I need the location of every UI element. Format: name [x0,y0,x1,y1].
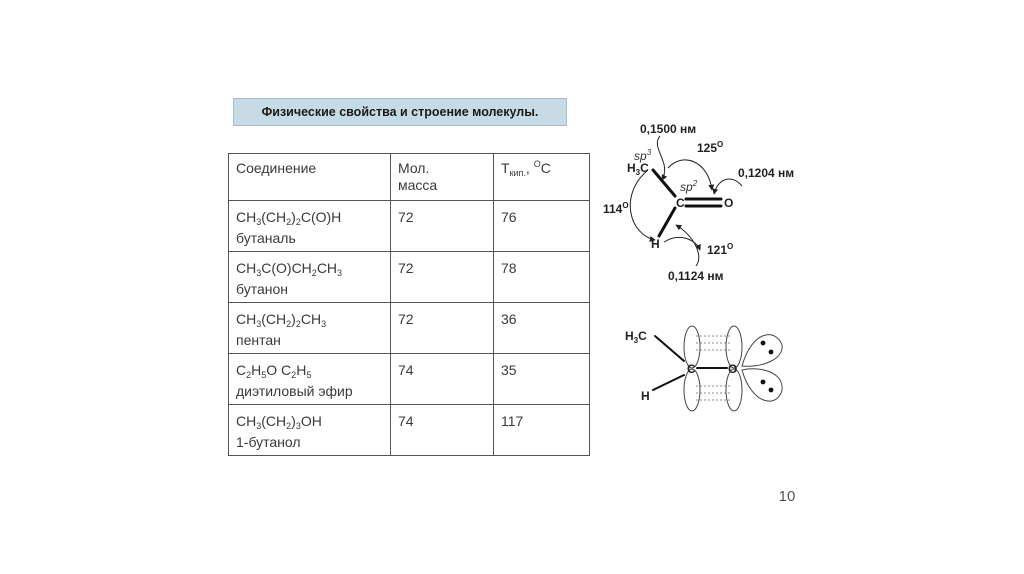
angle-bottom: 121O [707,242,733,257]
table-row: CH3C(O)CH2CH3 бутанон 72 78 [228,251,590,303]
table-row: C2H5O C2H5 диэтиловый эфир 74 35 [228,353,590,405]
compound-name: диэтиловый эфир [236,383,353,399]
bond-length-co: 0,1204 нм [738,166,794,180]
table-header-row: Соединение Мол.масса Tкип., OC [228,153,590,201]
formula: CH3(CH2)2CH3 [236,311,327,329]
bonds [651,168,723,238]
molar-mass-cell: 72 [390,251,494,303]
angle-left: 114O [603,201,629,216]
sigma-bonds [652,335,728,391]
orbital-atom-o: O [728,362,737,376]
compound-cell: CH3(CH2)2CH3 пентан [228,302,391,354]
compound-name: бутанон [236,281,289,297]
boiling-point-cell: 78 [493,251,590,303]
compound-name: пентан [236,332,281,348]
orbital-atom-h3c: H3C [625,329,647,345]
slide-title: Физические свойства и строение молекулы. [233,98,567,126]
table-row: CH3(CH2)2CH3 пентан 72 36 [228,302,590,354]
formula: CH3(CH2)2C(O)H [236,209,342,227]
compound-cell: CH3(CH2)3OH 1-бутанол [228,404,391,456]
formula: CH3C(O)CH2CH3 [236,260,343,278]
properties-table: Соединение Мол.масса Tкип., OC CH3(CH2)2… [228,153,590,456]
molar-mass-cell: 74 [390,353,494,405]
orbital-atom-c: C [687,362,696,376]
molar-mass-cell: 74 [390,404,494,456]
atom-h3c: H3C [627,161,649,177]
page-number: 10 [778,488,796,505]
atom-o: O [724,196,733,210]
compound-cell: CH3C(O)CH2CH3 бутанон [228,251,391,303]
angle-top: 125O [697,140,723,155]
lone-pairs [760,340,774,393]
boiling-point-cell: 117 [493,404,590,456]
boiling-point-cell: 35 [493,353,590,405]
annotation-arrows [629,135,743,267]
boiling-point-cell: 76 [493,200,590,252]
formula: C2H5O C2H5 [236,362,312,380]
atom-h: H [651,237,660,251]
molar-mass-cell: 72 [390,302,494,354]
pi-bond-overlap [696,335,730,401]
orbital-atom-h: H [641,389,650,403]
formula: CH3(CH2)3OH [236,413,322,431]
compound-cell: C2H5O C2H5 диэтиловый эфир [228,353,391,405]
compound-cell: CH3(CH2)2C(O)H бутаналь [228,200,391,252]
atom-c: C [676,196,685,210]
molar-mass-cell: 72 [390,200,494,252]
table-row: CH3(CH2)3OH 1-бутанол 74 117 [228,404,590,456]
hybridization-sp3: sp3 [634,148,652,163]
boiling-point-cell: 36 [493,302,590,354]
compound-name: 1-бутанол [236,434,301,450]
carbonyl-structure-diagram: 0,1500 нм 0,1204 нм 0,1124 нм 125O 114O … [603,122,794,283]
bond-length-h3c: 0,1500 нм [640,122,696,136]
header-molar-mass: Мол.масса [390,153,494,201]
compound-name: бутаналь [236,230,296,246]
orbital-diagram: H3C C O H [625,325,783,412]
header-compound: Соединение [228,153,391,201]
hybridization-sp2: sp2 [680,179,698,194]
bond-length-ch: 0,1124 нм [668,269,724,283]
table-row: CH3(CH2)2C(O)H бутаналь 72 76 [228,200,590,252]
header-boiling-point: Tкип., OC [493,153,590,201]
